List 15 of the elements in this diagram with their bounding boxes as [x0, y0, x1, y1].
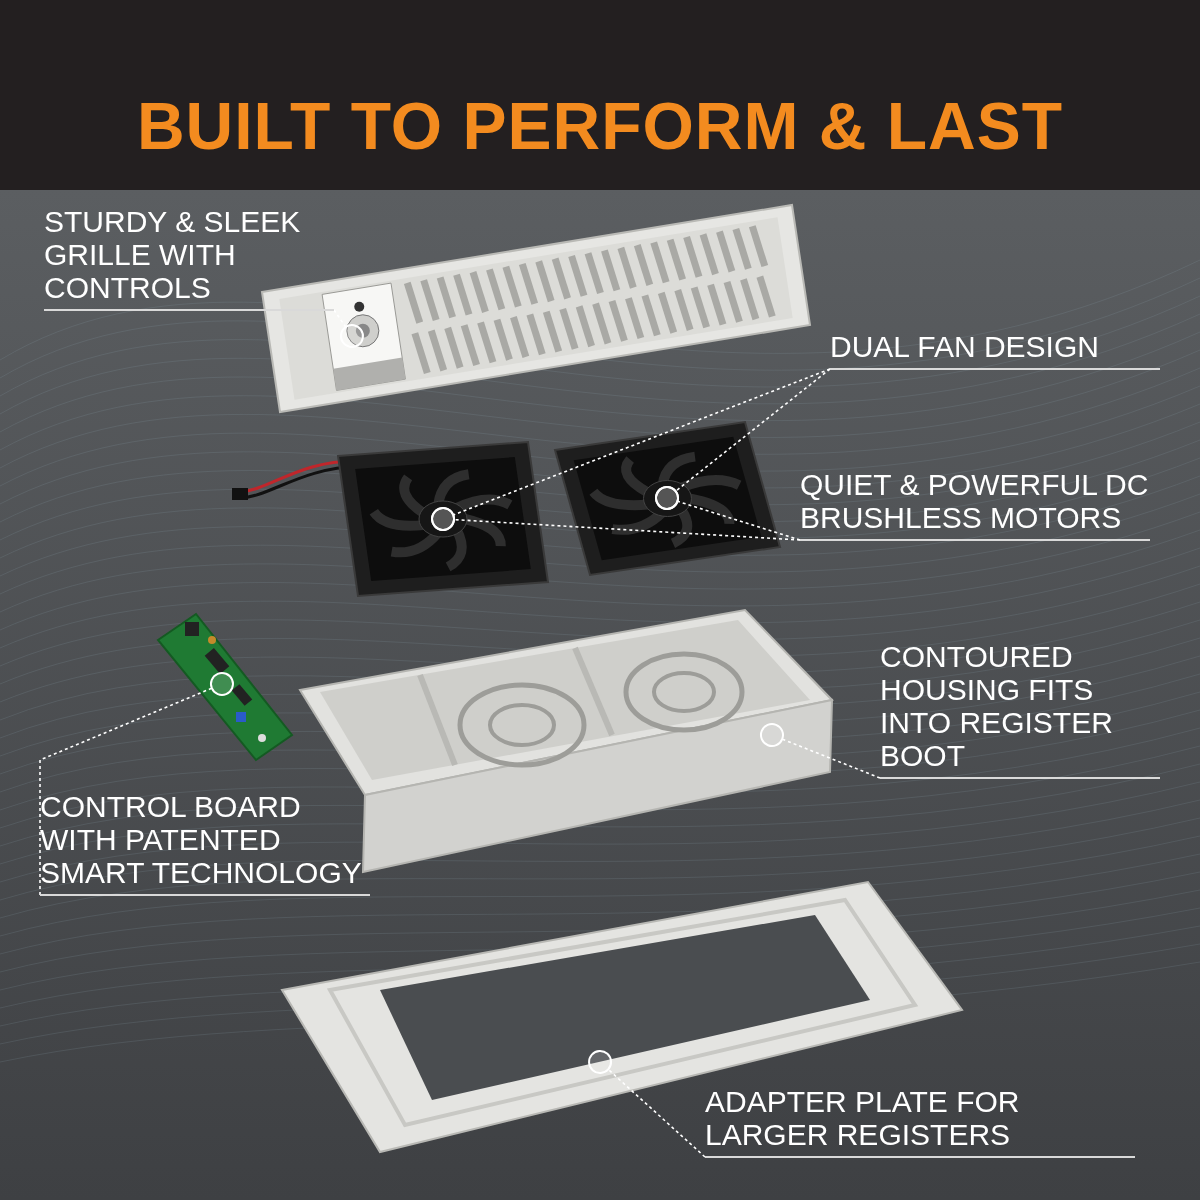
callout-text: STURDY & SLEEK GRILLE WITH CONTROLS	[44, 205, 334, 311]
callout-text: QUIET & POWERFUL DC BRUSHLESS MOTORS	[800, 468, 1150, 541]
leader-line	[431, 506, 801, 541]
callout-text: CONTOURED HOUSING FITS INTO REGISTER BOOT	[880, 640, 1160, 779]
callout-text: CONTROL BOARD WITH PATENTED SMART TECHNOLOGY	[40, 790, 370, 896]
title: BUILT TO PERFORM & LAST	[135, 88, 1065, 164]
callout-text: ADAPTER PLATE FOR LARGER REGISTERS	[705, 1085, 1135, 1158]
leader-line	[39, 671, 234, 896]
leader-line	[333, 309, 364, 349]
leader-line	[655, 486, 801, 541]
leader-line	[655, 368, 831, 511]
leader-line	[760, 723, 881, 779]
leader-line	[588, 1050, 706, 1158]
callout-text: DUAL FAN DESIGN	[830, 330, 1160, 370]
leader-line	[431, 368, 831, 531]
